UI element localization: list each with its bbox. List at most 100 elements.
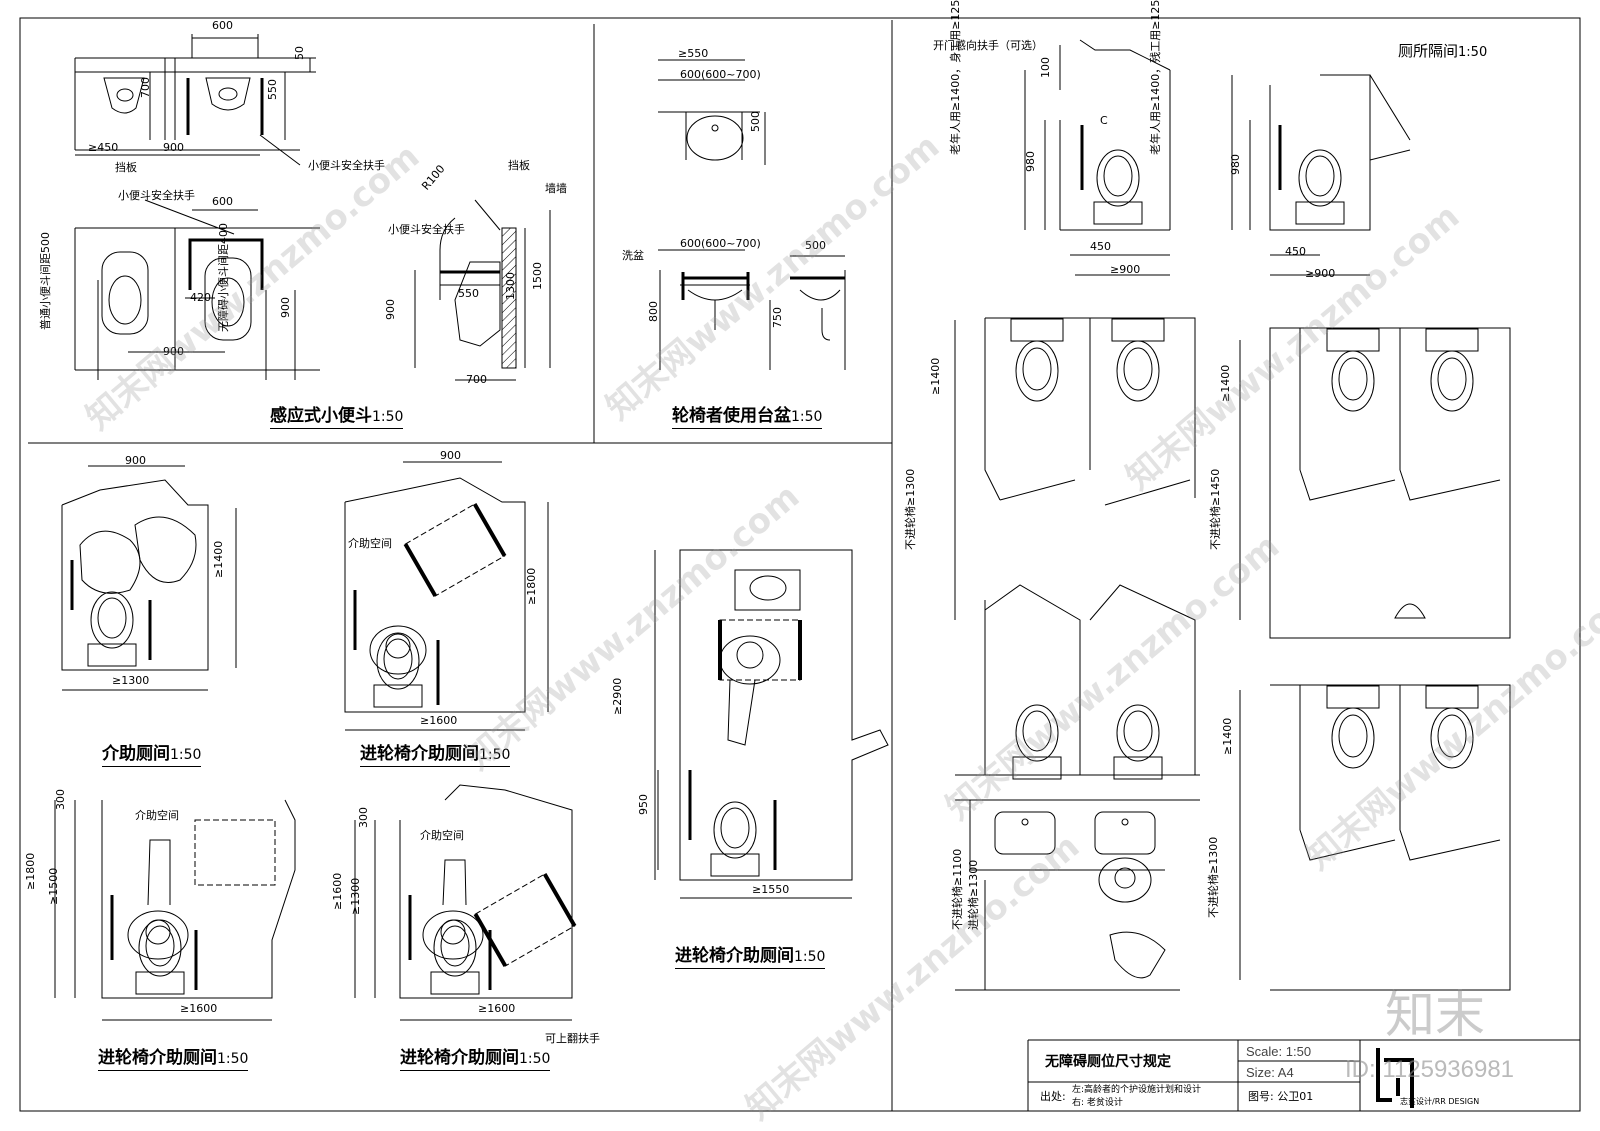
dim-p-c: C <box>1100 114 1108 127</box>
assist2-plan <box>344 461 549 731</box>
sheet-frame <box>19 17 1581 1112</box>
dim-u-50: 50 <box>293 46 306 60</box>
assist1-plan <box>61 465 237 691</box>
dim-p-1300a: 不进轮椅≥1300 <box>904 468 917 550</box>
urinal-title-scale: 1:50 <box>372 409 404 425</box>
assist5-title-scale: 1:50 <box>519 1051 551 1067</box>
dim-b-750: 750 <box>771 307 784 328</box>
dim-a3-950: 950 <box>637 794 650 815</box>
assist5-title-text: 进轮椅介助厕间 <box>400 1048 519 1068</box>
assist2-title-text: 进轮椅介助厕间 <box>360 744 479 764</box>
dim-b-600b: 600(600~700) <box>680 237 761 250</box>
source-text: 左:高龄者的个护设施计划和设计 <box>1072 1085 1202 1095</box>
basin-title-text: 轮椅者使用台盆 <box>672 406 791 426</box>
dim-u-700: 700 <box>139 77 152 98</box>
dim-a4-1500: ≥1500 <box>47 867 60 905</box>
assist4-title-scale: 1:50 <box>217 1051 249 1067</box>
dim-p-900a: ≥900 <box>1110 263 1141 276</box>
dim-b-basin: 洗盆 <box>622 249 644 262</box>
dim-a2-900: 900 <box>440 449 461 462</box>
dim-u-1500: 1500 <box>531 262 544 290</box>
dim-u-900b: 900 <box>163 345 184 358</box>
dim-p-450a: 450 <box>1090 240 1111 253</box>
dim-u-rail-side: 小便斗安全扶手 <box>388 223 465 236</box>
sheet-scale: Scale: 1:50 <box>1246 1044 1312 1059</box>
partition-right-b <box>1239 684 1511 991</box>
dim-a5-1600: ≥1600 <box>478 1002 516 1015</box>
dim-p-1450: 不进轮椅≥1450 <box>1209 468 1222 550</box>
partition-row2 <box>955 584 1200 780</box>
source-label: 出处: <box>1040 1090 1066 1103</box>
dim-u-rail-top: 小便斗安全扶手 <box>118 189 195 202</box>
assist3-title: 进轮椅介助厕间1:50 <box>675 946 826 969</box>
dim-a1-900: 900 <box>125 454 146 467</box>
dim-a2-1800: ≥1800 <box>525 567 538 605</box>
partition-title: 厕所隔间1:50 <box>1398 42 1488 60</box>
dim-u-600a: 600 <box>212 19 233 32</box>
dim-a5-space: 介助空间 <box>420 829 464 842</box>
watermark-id: ID: 1125936981 <box>1345 1056 1515 1083</box>
dim-u-900c: 900 <box>279 297 292 318</box>
dim-a4-300: 300 <box>54 789 67 810</box>
urinal-section <box>414 199 551 381</box>
assist1-title-scale: 1:50 <box>170 747 202 763</box>
dim-u-wall: 墙墙 <box>545 182 567 195</box>
partition-right-a <box>1239 327 1511 639</box>
dim-u-baffle2: 挡板 <box>508 159 530 172</box>
dim-a5-1300: ≥1300 <box>349 877 362 915</box>
dim-p-1300b: 不进轮椅≥1300 <box>1207 836 1220 918</box>
dim-p-100: 100 <box>1039 57 1052 78</box>
sheet-name: 无障碍厕位尺寸规定 <box>1045 1054 1171 1070</box>
watermark-logo: 知末 <box>1385 986 1485 1044</box>
assist2-title: 进轮椅介助厕间1:50 <box>360 744 511 767</box>
dim-b-550: ≥550 <box>678 47 709 60</box>
dim-a5-1600v: ≥1600 <box>331 872 344 910</box>
dim-p-v2: 老年人用≥1400，残工用≥1250 <box>1149 0 1162 155</box>
dim-a5-300: 300 <box>357 807 370 828</box>
partition-title-scale: 1:50 <box>1458 45 1488 60</box>
dim-b-500a: 500 <box>749 111 762 132</box>
dim-a1-1300: ≥1300 <box>112 674 150 687</box>
partition-basins <box>955 799 1200 991</box>
dim-p-open: 开门感向扶手（可选） <box>933 39 1043 52</box>
dim-a3-1550: ≥1550 <box>752 883 790 896</box>
dim-p-v1: 老年人用≥1400，身工用≥1250 <box>949 0 962 155</box>
dim-u-700b: 700 <box>466 373 487 386</box>
dim-u-left-v: 普通小便斗间距500 <box>39 232 52 330</box>
dim-u-450: ≥450 <box>88 141 119 154</box>
dim-p-1300c: 进轮椅≥1300 <box>967 859 980 930</box>
drawing-number: 图号: 公卫01 <box>1248 1090 1314 1103</box>
dim-a3-2900: ≥2900 <box>611 677 624 715</box>
dim-a4-1800: ≥1800 <box>24 852 37 890</box>
dim-b-600a: 600(600~700) <box>680 68 761 81</box>
basin-elevation <box>658 249 846 370</box>
urinal-plan <box>74 199 320 380</box>
dim-u-900d: 900 <box>384 299 397 320</box>
dim-p-1100: 不进轮椅≥1100 <box>951 848 964 930</box>
dim-p-900b: ≥900 <box>1305 267 1336 280</box>
partition-row1 <box>954 317 1196 775</box>
dim-u-600b: 600 <box>212 195 233 208</box>
dim-u-900a: 900 <box>163 141 184 154</box>
partition-title-text: 厕所隔间 <box>1398 42 1459 60</box>
assist5-title: 进轮椅介助厕间1:50 <box>400 1048 551 1071</box>
partition-top-left <box>1024 39 1171 276</box>
dim-u-right-v: 无障碍小便斗间距400 <box>217 223 230 332</box>
dim-a4-1600: ≥1600 <box>180 1002 218 1015</box>
dim-u-550a: 550 <box>266 79 279 100</box>
urinal-elevation <box>74 34 316 166</box>
urinal-title-text: 感应式小便斗 <box>270 406 372 426</box>
dim-b-800: 800 <box>647 301 660 322</box>
urinal-title: 感应式小便斗1:50 <box>270 406 404 429</box>
assist5-plan <box>354 784 577 1021</box>
assist1-title: 介助厕间1:50 <box>102 744 202 767</box>
assist2-title-scale: 1:50 <box>479 747 511 763</box>
source-text-2: 右: 老贫设计 <box>1072 1098 1123 1108</box>
dim-a4-space: 介助空间 <box>135 809 179 822</box>
dim-p-1400b: ≥1400 <box>1219 364 1232 402</box>
designer-name: 志贫设计/RR DESIGN <box>1400 1097 1480 1106</box>
assist3-title-text: 进轮椅介助厕间 <box>675 946 794 966</box>
basin-title-scale: 1:50 <box>791 409 823 425</box>
dim-p-980a: 980 <box>1024 151 1037 172</box>
